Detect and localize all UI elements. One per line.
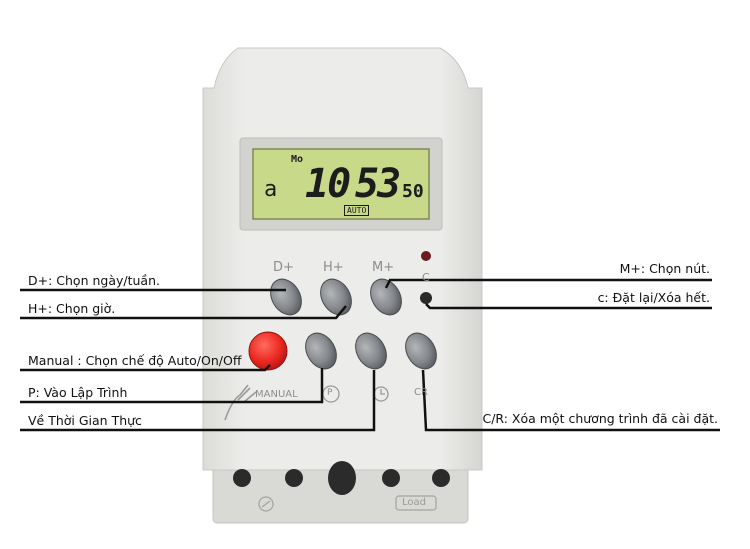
annotation-d-plus: D+: Chọn ngày/tuần. bbox=[28, 273, 160, 288]
lcd-mode: AUTO bbox=[344, 205, 370, 216]
panel-label-cr: CR bbox=[414, 387, 428, 398]
lcd-day: Mo bbox=[291, 154, 304, 165]
annotation-h-plus: H+: Chọn giờ. bbox=[28, 301, 116, 316]
terminal-screw bbox=[233, 469, 251, 487]
p-button bbox=[305, 332, 337, 370]
d-plus-button bbox=[270, 278, 302, 316]
lcd-minutes: 53 bbox=[355, 161, 401, 207]
m-plus-button bbox=[370, 278, 402, 316]
terminal-screw bbox=[285, 469, 303, 487]
panel-label-m-plus: M+ bbox=[372, 260, 395, 275]
lcd-left-digit: a bbox=[264, 177, 278, 202]
panel-label-d-plus: D+ bbox=[273, 260, 294, 275]
status-led bbox=[421, 251, 431, 261]
annotation-p: P: Vào Lập Trình bbox=[28, 385, 128, 400]
manual-button bbox=[248, 331, 288, 371]
leader-lines bbox=[20, 278, 720, 432]
annotation-c: c: Đặt lại/Xóa hết. bbox=[597, 290, 710, 305]
terminal-slot bbox=[328, 461, 356, 495]
annotation-m-plus: M+: Chọn nút. bbox=[619, 261, 710, 276]
cr-button bbox=[405, 332, 437, 370]
terminal-screw bbox=[382, 469, 400, 487]
annotation-clock: Về Thời Gian Thực bbox=[28, 413, 142, 428]
clock-button bbox=[355, 332, 387, 370]
annotation-cr: C/R: Xóa một chương trình đã cài đặt. bbox=[482, 411, 718, 426]
reset-c-button bbox=[420, 292, 432, 304]
annotation-manual: Manual : Chọn chế độ Auto/On/Off bbox=[28, 353, 242, 368]
lcd-seconds: 50 bbox=[402, 181, 424, 202]
power-symbol-icon bbox=[258, 496, 274, 512]
terminal-screw bbox=[432, 469, 450, 487]
h-plus-button bbox=[320, 278, 352, 316]
panel-label-h-plus: H+ bbox=[323, 260, 344, 275]
panel-label-manual: MANUAL bbox=[255, 389, 298, 400]
panel-label-c: C bbox=[422, 271, 430, 284]
panel-label-p: P bbox=[327, 388, 333, 398]
panel-label-load: Load bbox=[402, 497, 426, 508]
lcd-hours: 10 bbox=[305, 161, 351, 207]
